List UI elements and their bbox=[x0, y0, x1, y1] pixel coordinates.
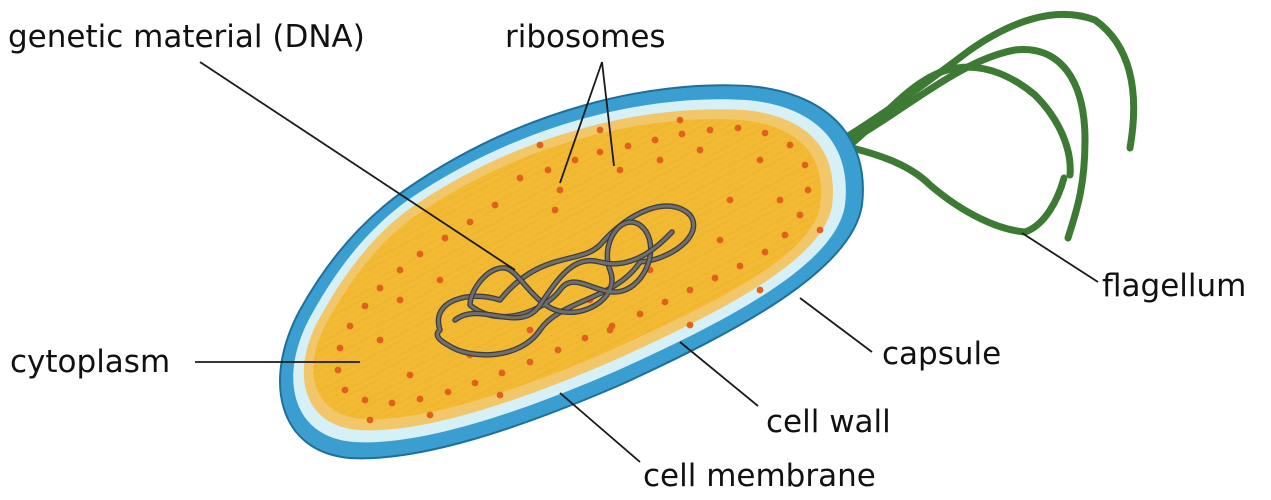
leader-line-cell-membrane bbox=[559, 392, 641, 463]
ribosome-dot bbox=[636, 310, 644, 318]
ribosome-dot bbox=[544, 166, 552, 174]
ribosome-dot bbox=[706, 126, 714, 134]
ribosome-dot bbox=[711, 274, 719, 282]
ribosome-dot bbox=[554, 346, 562, 354]
ribosome-dot bbox=[396, 296, 404, 304]
ribosome-dot bbox=[581, 334, 589, 342]
ribosome-dot bbox=[334, 366, 342, 374]
ribosome-dot bbox=[491, 201, 499, 209]
ribosome-dot bbox=[571, 156, 579, 164]
ribosome-dot bbox=[366, 416, 374, 424]
ribosome-dot bbox=[396, 266, 404, 274]
leader-line-ribosomes-right bbox=[601, 61, 615, 167]
ribosome-dot bbox=[596, 126, 604, 134]
ribosome-dot bbox=[361, 396, 369, 404]
ribosome-dot bbox=[686, 286, 694, 294]
ribosome-dot bbox=[651, 136, 659, 144]
leader-line-cell-wall bbox=[679, 341, 759, 407]
label-flagellum: flagellum bbox=[1102, 268, 1246, 304]
ribosome-dot bbox=[786, 141, 794, 149]
ribosome-dot bbox=[496, 391, 504, 399]
ribosome-dot bbox=[816, 226, 824, 234]
leader-line-genetic-material bbox=[199, 61, 516, 271]
dna-strand bbox=[434, 203, 697, 358]
ribosome-dot bbox=[801, 161, 809, 169]
ribosome-dot bbox=[346, 322, 354, 330]
ribosome-dot bbox=[471, 379, 479, 387]
ribosome-dot bbox=[341, 386, 349, 394]
leader-line-ribosomes-left bbox=[559, 61, 603, 184]
ribosome-dot bbox=[536, 141, 544, 149]
ribosome-dot bbox=[761, 248, 769, 256]
label-cell-wall: cell wall bbox=[766, 404, 891, 440]
flagellum bbox=[841, 10, 1138, 242]
ribosome-dot bbox=[388, 399, 396, 407]
label-ribosomes: ribosomes bbox=[505, 19, 666, 55]
ribosome-dot bbox=[436, 276, 444, 284]
ribosome-dot bbox=[624, 142, 632, 150]
ribosome-dot bbox=[796, 211, 804, 219]
ribosome-dot bbox=[441, 234, 449, 242]
label-capsule: capsule bbox=[882, 336, 1001, 372]
ribosome-dot bbox=[406, 371, 414, 379]
leader-line-flagellum bbox=[1021, 232, 1099, 283]
ribosome-dot bbox=[336, 344, 344, 352]
ribosome-dot bbox=[734, 124, 742, 132]
ribosome-dot bbox=[776, 196, 784, 204]
ribosome-dot bbox=[466, 218, 474, 226]
ribosome-dot bbox=[416, 395, 424, 403]
ribosome-dot bbox=[804, 186, 812, 194]
ribosome-dot bbox=[606, 326, 614, 334]
ribosome-group bbox=[334, 116, 824, 424]
label-cytoplasm: cytoplasm bbox=[10, 344, 170, 380]
ribosome-dot bbox=[726, 196, 734, 204]
ribosome-dot bbox=[498, 369, 506, 377]
ribosome-dot bbox=[781, 231, 789, 239]
label-genetic-material: genetic material (DNA) bbox=[8, 19, 365, 55]
leader-line-capsule bbox=[799, 297, 873, 353]
ribosome-dot bbox=[696, 146, 704, 154]
flagellum-strand bbox=[846, 63, 1074, 179]
ribosome-dot bbox=[361, 302, 369, 310]
ribosome-dot bbox=[376, 336, 384, 344]
ribosome-dot bbox=[686, 321, 694, 329]
ribosome-dot bbox=[376, 284, 384, 292]
ribosome-dot bbox=[596, 148, 604, 156]
ribosome-dot bbox=[661, 298, 669, 306]
ribosome-dot bbox=[736, 262, 744, 270]
ribosome-dot bbox=[526, 358, 534, 366]
ribosome-dot bbox=[416, 250, 424, 258]
ribosome-dot bbox=[526, 326, 534, 334]
ribosome-dot bbox=[516, 174, 524, 182]
ribosome-dot bbox=[556, 186, 564, 194]
ribosome-dot bbox=[426, 411, 434, 419]
ribosome-dot bbox=[656, 156, 664, 164]
ribosome-dot bbox=[551, 206, 559, 214]
ribosome-dot bbox=[678, 130, 686, 138]
ribosome-dot bbox=[676, 116, 684, 124]
flagellum-strand bbox=[848, 144, 1068, 236]
label-cell-membrane: cell membrane bbox=[643, 458, 876, 494]
ribosome-dot bbox=[616, 166, 624, 174]
flagellum-strand bbox=[841, 10, 1138, 152]
flagellum-strand bbox=[844, 46, 1089, 242]
ribosome-dot bbox=[761, 129, 769, 137]
ribosome-dot bbox=[444, 388, 452, 396]
ribosome-dot bbox=[756, 156, 764, 164]
ribosome-dot bbox=[756, 286, 764, 294]
ribosome-dot bbox=[716, 236, 724, 244]
